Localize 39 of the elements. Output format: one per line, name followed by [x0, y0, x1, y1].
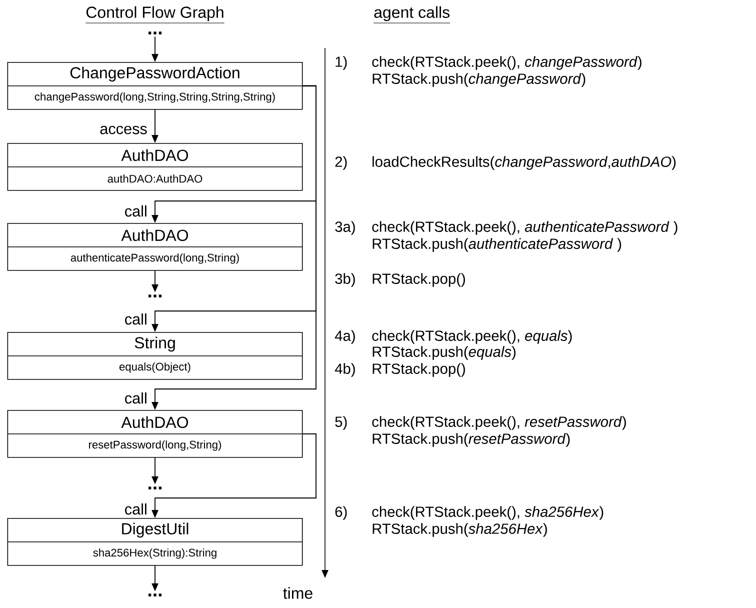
column-heading: agent calls [373, 6, 450, 24]
class-box: DigestUtil sha256Hex(String):String [7, 518, 303, 566]
agent-call: check(RTStack.peek(), resetPassword) [372, 416, 626, 430]
step-number: 3b) [335, 273, 355, 287]
class-box: AuthDAO authenticatePassword(long,String) [7, 223, 303, 271]
agent-call: check(RTStack.peek(), sha256Hex) [372, 506, 604, 520]
class-box: String equals(Object) [7, 332, 303, 380]
edge-label: call [123, 391, 149, 405]
axis-label: time [283, 587, 312, 599]
edge-label: call [123, 502, 149, 516]
agent-call: RTStack.push(changePassword) [372, 73, 586, 87]
step-number: 4b) [334, 363, 355, 377]
agent-call: check(RTStack.peek(), authenticatePassword ) [372, 221, 678, 235]
edge-label: access [98, 124, 149, 136]
agent-call: RTStack.push(resetPassword) [372, 433, 570, 447]
step-number: 3a) [335, 221, 355, 235]
agent-call: check(RTStack.peek(), equals) [372, 330, 572, 344]
agent-call: RTStack.push(sha256Hex) [372, 523, 547, 537]
step-number: 4a) [334, 330, 355, 344]
ellipsis: ... [148, 32, 162, 34]
step-number: 2) [335, 156, 347, 170]
ellipsis: ... [148, 486, 162, 490]
column-heading: Control Flow Graph [85, 6, 225, 24]
step-number: 1) [336, 56, 347, 70]
ellipsis: ... [148, 594, 162, 596]
agent-call: check(RTStack.peek(), changePassword) [372, 56, 642, 70]
agent-call: RTStack.push(equals) [372, 346, 516, 360]
step-number: 5) [335, 416, 347, 430]
class-box: ChangePasswordAction changePassword(long,String,String,String,String) [7, 62, 303, 110]
step-number: 6) [335, 506, 347, 520]
agent-call: RTStack.push(authenticatePassword ) [372, 238, 622, 252]
agent-call: loadCheckResults(changePassword,authDAO) [372, 156, 676, 170]
class-box: AuthDAO authDAO:AuthDAO [7, 143, 303, 191]
class-box: AuthDAO resetPassword(long,String) [7, 410, 303, 458]
edge-label: call [123, 312, 149, 326]
agent-call: RTStack.pop() [372, 363, 465, 377]
ellipsis: ... [148, 294, 162, 298]
edge-label: call [123, 204, 149, 218]
agent-call: RTStack.pop() [372, 273, 465, 287]
